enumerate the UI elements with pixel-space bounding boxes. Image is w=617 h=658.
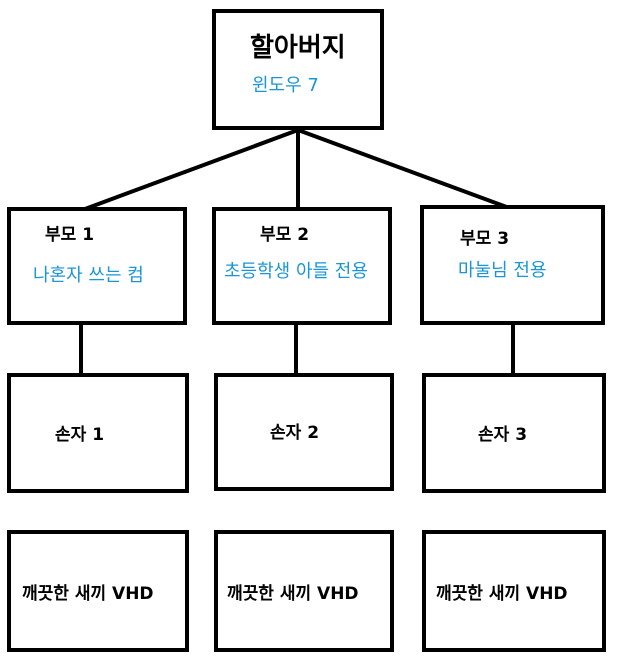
grandparent-title: 할아버지 xyxy=(250,33,346,63)
grandparent-node: 할아버지 윈도우 7 xyxy=(212,9,384,130)
parent-title-3: 부모 3 xyxy=(460,229,510,249)
connector-grandparent-parent-3 xyxy=(297,128,513,211)
parent-node-2: 부모 2 초등학생 아들 전용 xyxy=(212,207,392,325)
grandchild-node-3: 손자 3 xyxy=(422,373,606,493)
parent-title-1: 부모 1 xyxy=(45,225,95,245)
clean-vhd-label-3: 깨끗한 새끼 VHD xyxy=(436,584,568,604)
parent-node-3: 부모 3 마눌님 전용 xyxy=(420,205,605,325)
clean-vhd-node-1: 깨끗한 새끼 VHD xyxy=(7,530,189,652)
clean-vhd-label-2: 깨끗한 새끼 VHD xyxy=(227,584,359,604)
parent-title-2: 부모 2 xyxy=(260,225,310,245)
clean-vhd-label-1: 깨끗한 새끼 VHD xyxy=(22,584,154,604)
grandchild-title-1: 손자 1 xyxy=(55,425,105,445)
parent-subtitle-3: 마눌님 전용 xyxy=(458,260,547,281)
grandparent-subtitle: 윈도우 7 xyxy=(252,75,319,96)
parent-subtitle-2: 초등학생 아들 전용 xyxy=(224,261,368,282)
clean-vhd-node-2: 깨끗한 새끼 VHD xyxy=(214,530,394,652)
connector-grandparent-parent-1 xyxy=(84,128,299,211)
clean-vhd-node-3: 깨끗한 새끼 VHD xyxy=(422,530,606,652)
grandchild-title-3: 손자 3 xyxy=(478,425,528,445)
grandchild-node-2: 손자 2 xyxy=(214,373,394,491)
parent-node-1: 부모 1 나혼자 쓰는 컴 xyxy=(7,207,187,325)
grandchild-node-1: 손자 1 xyxy=(7,373,189,493)
parent-subtitle-1: 나혼자 쓰는 컴 xyxy=(33,265,144,286)
grandchild-title-2: 손자 2 xyxy=(270,423,320,443)
